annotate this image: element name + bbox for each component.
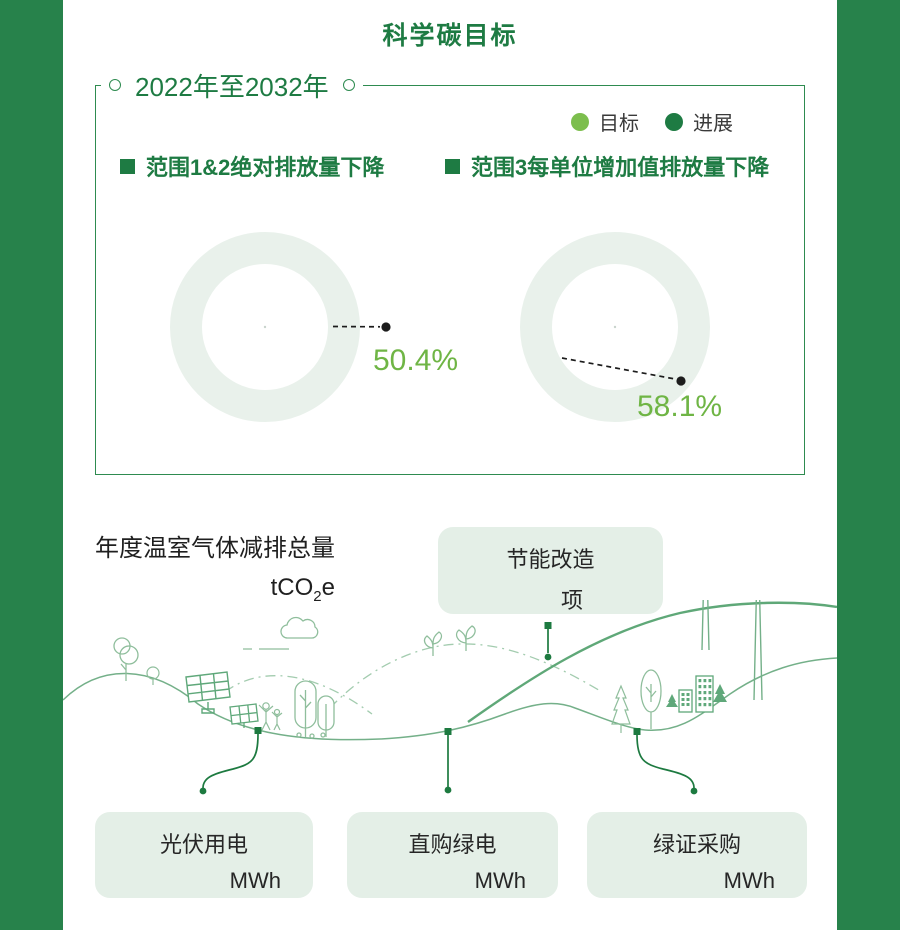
legend-label: 进展	[693, 113, 733, 135]
connector-direct-green	[444, 728, 452, 794]
left-green-bar	[0, 0, 63, 930]
retrofit-card: 节能改造 项	[438, 527, 663, 614]
scope12-heading: 范围1&2绝对排放量下降	[120, 150, 384, 182]
direct-green-power-card: 直购绿电 MWh	[347, 812, 558, 898]
reduction-unit: tCO2e	[225, 574, 335, 605]
legend-item-target: 目标	[571, 107, 639, 136]
green-certificate-card-label: 绿证采购	[652, 832, 741, 857]
connector-pv	[199, 727, 262, 795]
chart-legend: 目标 进展	[571, 107, 733, 136]
solar-panel-large-icon	[185, 671, 231, 714]
target-dot-icon	[571, 112, 589, 131]
connector-node-icon	[109, 79, 121, 91]
progress-dot-icon	[665, 112, 683, 131]
unit-subscript: 2	[313, 587, 322, 605]
square-bullet-icon	[120, 158, 135, 174]
square-bullet-icon	[445, 158, 460, 174]
legend-item-progress: 进展	[665, 107, 733, 136]
retrofit-card-label: 节能改造	[506, 547, 595, 572]
deciduous-tree-icon	[113, 637, 139, 681]
green-certificate-card-unit: MWh	[723, 868, 775, 893]
poplar-trees-icon	[294, 680, 335, 739]
right-hill-line	[467, 601, 837, 723]
targets-panel: 2022年至2032年 目标 进展 范围1&2绝对排放量下降 范围3每单位增加值…	[95, 65, 805, 475]
wind-turbine-icon	[753, 600, 763, 701]
landscape-illustration	[63, 600, 837, 795]
small-pines-icon	[666, 684, 727, 707]
scope12-heading-label: 范围1&2绝对排放量下降	[146, 155, 385, 180]
family-figures-icon	[258, 702, 283, 731]
reduction-title: 年度温室气体减排总量	[95, 535, 335, 562]
page-title: 科学碳目标	[382, 22, 518, 50]
cloud-icon	[243, 616, 319, 650]
scope3-heading: 范围3每单位增加值排放量下降	[445, 150, 769, 182]
foreground-hill-line	[63, 657, 837, 741]
scope3-heading-label: 范围3每单位增加值排放量下降	[471, 155, 770, 180]
connector-certificate	[633, 728, 698, 795]
scope3-value: 58.1%	[637, 390, 723, 423]
pine-tree-icon	[611, 684, 631, 733]
sprout-plants-icon	[423, 625, 476, 656]
period-label: 2022年至2032年	[135, 71, 329, 102]
dashed-hill-line	[224, 675, 373, 715]
scope12-value: 50.4%	[373, 344, 459, 377]
connector-retrofit	[544, 622, 552, 661]
period-label-group: 2022年至2032年	[101, 65, 363, 105]
wind-turbine-icon	[701, 600, 710, 651]
solar-panel-small-icon	[229, 703, 259, 728]
pv-power-card: 光伏用电 MWh	[95, 812, 313, 898]
legend-label: 目标	[599, 113, 639, 135]
direct-green-power-card-unit: MWh	[474, 868, 526, 893]
retrofit-card-unit: 项	[560, 588, 583, 613]
pv-power-card-label: 光伏用电	[159, 832, 248, 857]
right-green-bar	[837, 0, 900, 930]
buildings-icon	[666, 675, 727, 713]
direct-green-power-card-label: 直购绿电	[408, 832, 497, 857]
connector-node-icon	[342, 79, 355, 91]
oval-tree-icon	[640, 669, 662, 729]
green-certificate-card: 绿证采购 MWh	[587, 812, 807, 898]
bush-icon	[146, 666, 160, 685]
dashed-hill-line	[329, 643, 603, 709]
pv-power-card-unit: MWh	[229, 868, 281, 893]
unit-text: tCO	[270, 574, 314, 601]
unit-text: e	[321, 574, 335, 601]
